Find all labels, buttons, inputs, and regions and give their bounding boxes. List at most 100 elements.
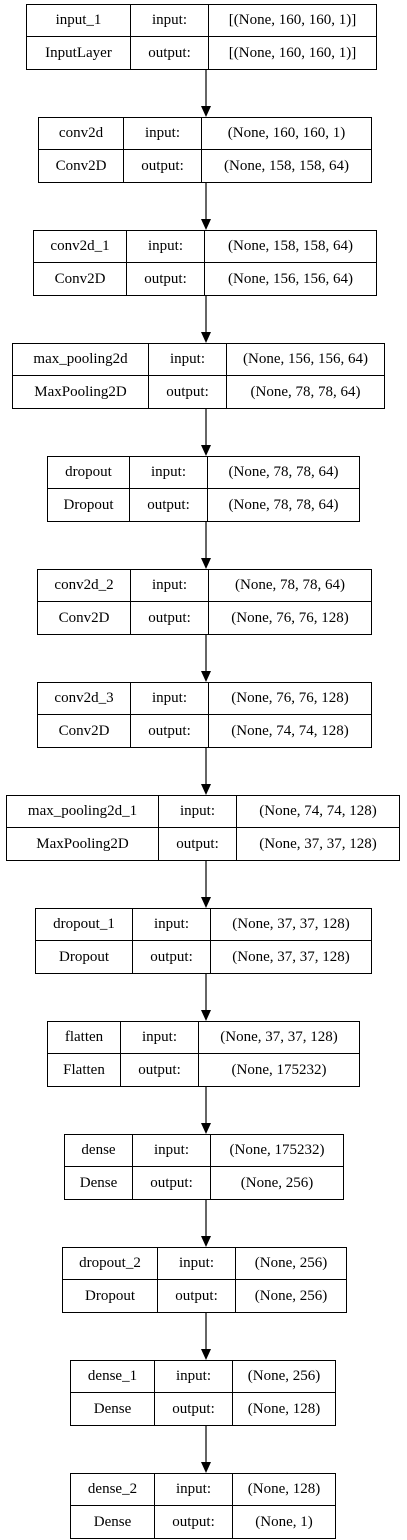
layer-type: Dense <box>71 1393 155 1425</box>
flow-arrow <box>201 1426 211 1473</box>
output-label: output: <box>130 489 208 521</box>
input-label: input: <box>121 1022 199 1054</box>
input-shape: (None, 78, 78, 64) <box>208 457 359 489</box>
layer-name: conv2d_3 <box>38 683 131 715</box>
input-label: input: <box>131 570 209 602</box>
flow-arrow <box>201 522 211 569</box>
output-label: output: <box>131 37 209 69</box>
input-label: input: <box>133 909 211 941</box>
flow-arrow <box>201 1087 211 1134</box>
layer-name: dropout_1 <box>36 909 133 941</box>
input-shape: (None, 256) <box>236 1248 346 1280</box>
output-shape: (None, 1) <box>255 1513 313 1530</box>
output-shape: (None, 78, 78, 64) <box>228 496 339 513</box>
input-label: input: <box>133 1135 211 1167</box>
input-label: input: <box>127 231 205 263</box>
layer-type: Dense <box>65 1167 133 1199</box>
layer-type: Conv2D <box>34 263 127 295</box>
input-shape: [(None, 160, 160, 1)] <box>209 5 376 37</box>
input-shape: (None, 37, 37, 128) <box>199 1022 359 1054</box>
input-shape: (None, 156, 156, 64) <box>227 344 384 376</box>
output-label: output: <box>131 715 209 747</box>
layer-name: conv2d_1 <box>34 231 127 263</box>
input-label: input: <box>149 344 227 376</box>
flow-arrow <box>201 748 211 795</box>
input-shape: (None, 256) <box>233 1361 335 1393</box>
input-shape: (None, 74, 74, 128) <box>237 796 399 828</box>
layer-type: MaxPooling2D <box>13 376 149 408</box>
input-label: input: <box>159 796 237 828</box>
layer-name: dense <box>65 1135 133 1167</box>
input-shape: (None, 128) <box>233 1474 335 1506</box>
input-label: input: <box>158 1248 236 1280</box>
layer-name: dense_2 <box>71 1474 155 1506</box>
output-label: output: <box>155 1393 233 1425</box>
output-shape: (None, 76, 76, 128) <box>231 609 349 626</box>
layer-type: MaxPooling2D <box>7 828 159 860</box>
output-label: output: <box>155 1506 233 1538</box>
input-label: input: <box>130 457 208 489</box>
input-shape: (None, 37, 37, 128) <box>211 909 371 941</box>
layer-name: conv2d <box>39 118 124 150</box>
layer-type: Dense <box>71 1506 155 1538</box>
output-label: output: <box>124 150 202 182</box>
output-shape: (None, 256) <box>240 1174 314 1191</box>
output-label: output: <box>131 602 209 634</box>
flow-arrow <box>201 1313 211 1360</box>
output-label: output: <box>133 1167 211 1199</box>
input-shape: (None, 175232) <box>211 1135 343 1167</box>
output-shape: (None, 37, 37, 128) <box>259 835 377 852</box>
output-shape: (None, 256) <box>254 1287 328 1304</box>
input-label: input: <box>131 683 209 715</box>
output-shape: (None, 37, 37, 128) <box>232 948 350 965</box>
input-label: input: <box>131 5 209 37</box>
output-shape: (None, 156, 156, 64) <box>228 270 353 287</box>
input-shape: (None, 158, 158, 64) <box>205 231 376 263</box>
output-label: output: <box>127 263 205 295</box>
layer-name: flatten <box>48 1022 121 1054</box>
input-shape: (None, 76, 76, 128) <box>209 683 371 715</box>
layer-type: InputLayer <box>27 37 131 69</box>
output-label: output: <box>149 376 227 408</box>
layer-type: Dropout <box>36 941 133 973</box>
output-shape: (None, 74, 74, 128) <box>231 722 349 739</box>
flow-arrow <box>201 974 211 1021</box>
input-label: input: <box>124 118 202 150</box>
layer-name: input_1 <box>27 5 131 37</box>
layer-type: Conv2D <box>38 715 131 747</box>
layer-type: Conv2D <box>39 150 124 182</box>
output-shape: (None, 128) <box>247 1400 321 1417</box>
input-shape: (None, 160, 160, 1) <box>202 118 371 150</box>
flow-arrow <box>201 70 211 117</box>
flow-arrow <box>201 1200 211 1247</box>
output-shape: (None, 78, 78, 64) <box>250 383 361 400</box>
output-label: output: <box>121 1054 199 1086</box>
layer-name: dense_1 <box>71 1361 155 1393</box>
input-label: input: <box>155 1474 233 1506</box>
flow-arrow <box>201 409 211 456</box>
layer-name: conv2d_2 <box>38 570 131 602</box>
output-label: output: <box>159 828 237 860</box>
input-shape: (None, 78, 78, 64) <box>209 570 371 602</box>
output-label: output: <box>158 1280 236 1312</box>
output-shape: (None, 158, 158, 64) <box>224 157 349 174</box>
flow-arrow <box>201 296 211 343</box>
output-label: output: <box>133 941 211 973</box>
input-label: input: <box>155 1361 233 1393</box>
layer-name: dropout_2 <box>63 1248 158 1280</box>
layer-type: Dropout <box>63 1280 158 1312</box>
